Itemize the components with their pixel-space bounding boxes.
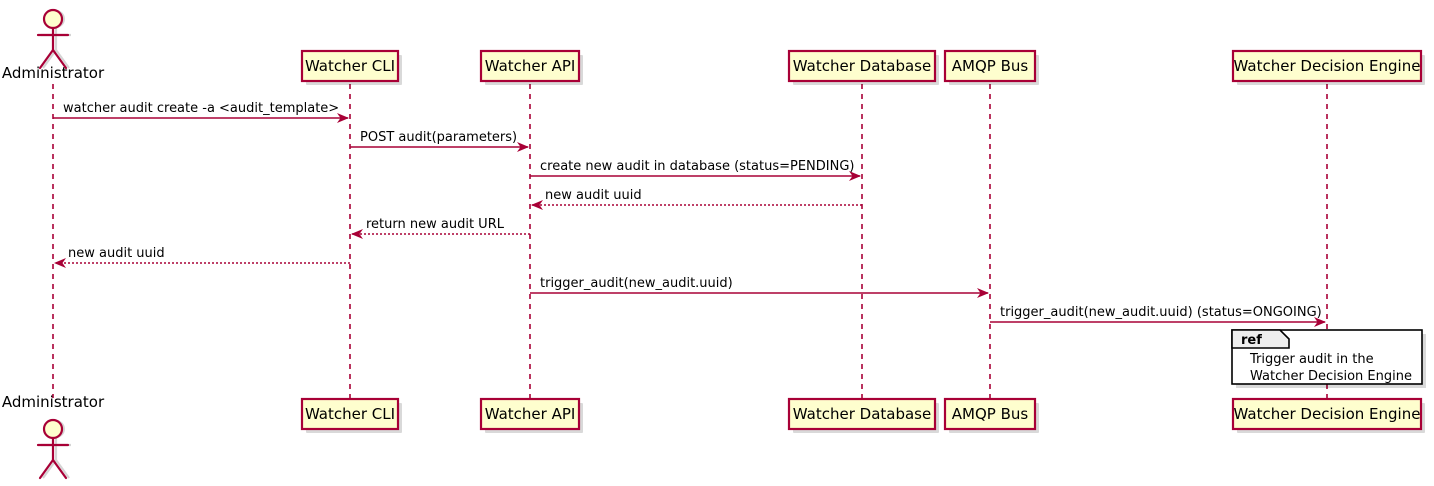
- message-7-watcher-api-to-amqp-bus[interactable]: trigger_audit(new_audit.uuid): [530, 276, 989, 298]
- participant-label: Watcher API: [485, 405, 576, 423]
- ref-tab-label: ref: [1241, 333, 1262, 348]
- message-label: trigger_audit(new_audit.uuid): [540, 276, 733, 291]
- message-1-administrator-to-watcher-cli[interactable]: watcher audit create -a <audit_template>: [53, 101, 349, 123]
- message-label: create new audit in database (status=PEN…: [540, 159, 855, 174]
- message-label: watcher audit create -a <audit_template>: [63, 101, 339, 116]
- message-6-watcher-cli-to-administrator[interactable]: new audit uuid: [54, 246, 350, 268]
- participant-box[interactable]: [300, 49, 400, 83]
- participant-box[interactable]: [479, 49, 581, 83]
- participant-watcher-database-bottom[interactable]: Watcher Database: [787, 397, 939, 433]
- participant-watcher-decision-engine-top[interactable]: Watcher Decision Engine: [1231, 49, 1425, 85]
- actor-administrator-top[interactable]: Administrator: [2, 8, 105, 82]
- participant-box[interactable]: [787, 397, 937, 431]
- participant-watcher-decision-engine-bottom[interactable]: Watcher Decision Engine: [1231, 397, 1425, 433]
- actor-head-icon: [42, 8, 64, 30]
- participant-watcher-api-top[interactable]: Watcher API: [479, 49, 583, 85]
- message-8-amqp-bus-to-watcher-decision-engine[interactable]: trigger_audit(new_audit.uuid) (status=ON…: [990, 305, 1326, 327]
- participant-box[interactable]: [943, 397, 1037, 431]
- participant-label: Watcher API: [485, 57, 576, 75]
- actor-administrator-bottom[interactable]: Administrator: [2, 393, 105, 480]
- participant-amqp-bus-bottom[interactable]: AMQP Bus: [943, 397, 1039, 433]
- message-5-watcher-api-to-watcher-cli[interactable]: return new audit URL: [351, 217, 530, 239]
- participant-box[interactable]: [300, 397, 400, 431]
- participant-watcher-api-bottom[interactable]: Watcher API: [479, 397, 583, 433]
- messages-group: watcher audit create -a <audit_template>…: [53, 101, 1326, 327]
- participant-box[interactable]: [787, 49, 937, 83]
- lifelines-group: [52, 84, 1328, 398]
- participant-label: Watcher Database: [793, 57, 931, 75]
- ref-line-1: Watcher Decision Engine: [1250, 369, 1412, 384]
- participant-label: AMQP Bus: [952, 405, 1029, 423]
- message-label: return new audit URL: [366, 217, 505, 232]
- actor-label: Administrator: [2, 64, 105, 82]
- participant-box[interactable]: [1231, 397, 1423, 431]
- participant-label: AMQP Bus: [952, 57, 1029, 75]
- message-label: new audit uuid: [68, 246, 165, 261]
- actor-label: Administrator: [2, 393, 105, 411]
- participant-box[interactable]: [1231, 49, 1423, 83]
- participant-watcher-cli-top[interactable]: Watcher CLI: [300, 49, 402, 85]
- participant-label: Watcher CLI: [305, 405, 395, 423]
- ref-line-0: Trigger audit in the: [1249, 352, 1374, 367]
- participant-amqp-bus-top[interactable]: AMQP Bus: [943, 49, 1039, 85]
- participant-watcher-database-top[interactable]: Watcher Database: [787, 49, 939, 85]
- participant-label: Watcher Decision Engine: [1234, 405, 1421, 423]
- participant-watcher-cli-bottom[interactable]: Watcher CLI: [300, 397, 402, 433]
- message-3-watcher-api-to-watcher-database[interactable]: create new audit in database (status=PEN…: [530, 159, 861, 181]
- message-label: POST audit(parameters): [360, 130, 517, 145]
- participant-box[interactable]: [943, 49, 1037, 83]
- message-label: trigger_audit(new_audit.uuid) (status=ON…: [1000, 305, 1322, 320]
- participant-label: Watcher Database: [793, 405, 931, 423]
- participant-label: Watcher Decision Engine: [1234, 57, 1421, 75]
- ref-tab: [1231, 329, 1290, 349]
- message-label: new audit uuid: [545, 188, 642, 203]
- participant-label: Watcher CLI: [305, 57, 395, 75]
- participant-box[interactable]: [479, 397, 581, 431]
- message-4-watcher-database-to-watcher-api[interactable]: new audit uuid: [531, 188, 862, 210]
- participants-group: Watcher CLI Watcher CLI Watcher API Watcher…: [300, 49, 1425, 433]
- actor-head-icon: [42, 418, 64, 440]
- message-2-watcher-cli-to-watcher-api[interactable]: POST audit(parameters): [350, 130, 529, 152]
